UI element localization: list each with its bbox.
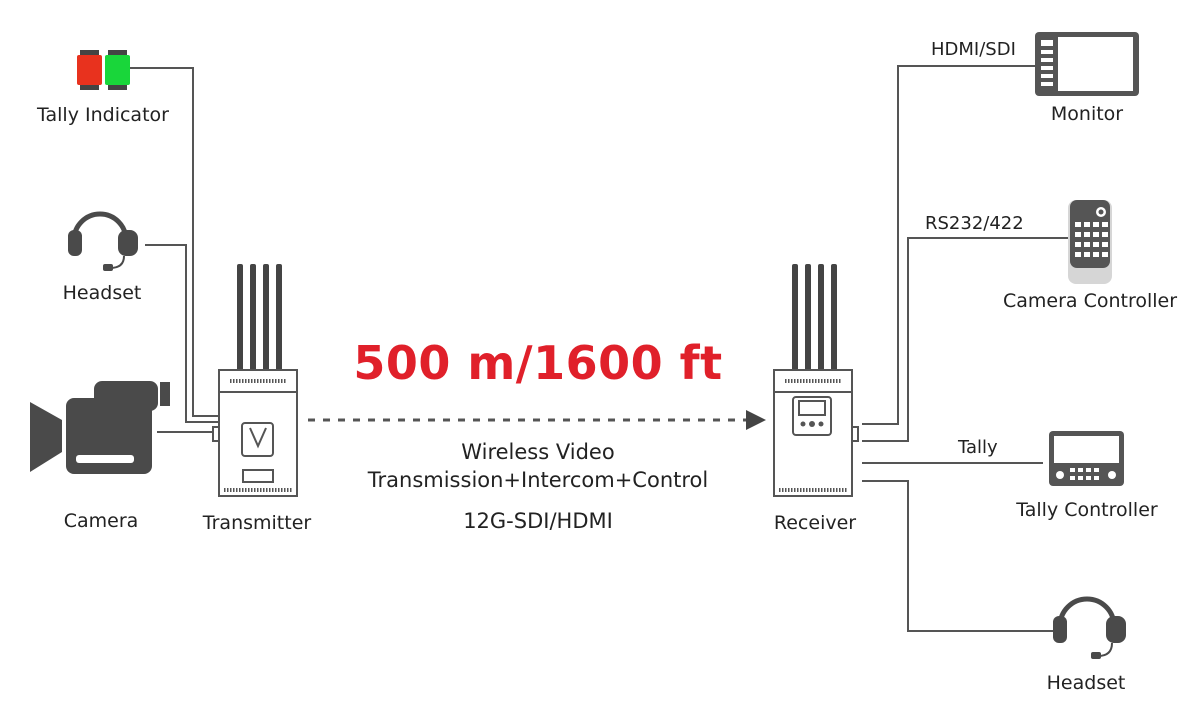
transmitter-icon (212, 264, 298, 497)
tally-indicator-icon (77, 50, 130, 90)
transmitter-label: Transmitter (202, 512, 312, 534)
camera-controller-connection-label: RS232/422 (925, 213, 1024, 234)
link-interface: 12G-SDI/HDMI (463, 509, 613, 533)
tally-controller-label: Tally Controller (1016, 499, 1158, 521)
tally-indicator-label: Tally Indicator (37, 104, 169, 126)
wireless-link-arrow (308, 410, 766, 430)
distance-headline: 500 m/1600 ft (353, 336, 723, 390)
receiver-label: Receiver (773, 512, 857, 534)
receiver-icon (773, 264, 859, 497)
tally-controller-icon (1049, 431, 1124, 486)
headset-icon-left (68, 211, 138, 271)
right-connection-lines (862, 65, 1068, 632)
link-description-line1: Wireless Video (461, 440, 615, 464)
camera-label: Camera (63, 510, 139, 532)
camera-controller-label: Camera Controller (1002, 290, 1178, 312)
headset-left-label: Headset (62, 282, 142, 304)
monitor-label: Monitor (1050, 103, 1124, 125)
link-description-line2: Transmission+Intercom+Control (367, 468, 709, 492)
monitor-connection-label: HDMI/SDI (931, 39, 1016, 60)
camera-controller-icon (1068, 200, 1112, 284)
headset-right-label: Headset (1046, 672, 1126, 694)
monitor-icon (1035, 32, 1139, 96)
left-connection-lines (130, 67, 219, 433)
tally-connection-label: Tally (958, 437, 998, 458)
headset-icon-right (1053, 596, 1126, 659)
camera-icon (30, 381, 170, 474)
